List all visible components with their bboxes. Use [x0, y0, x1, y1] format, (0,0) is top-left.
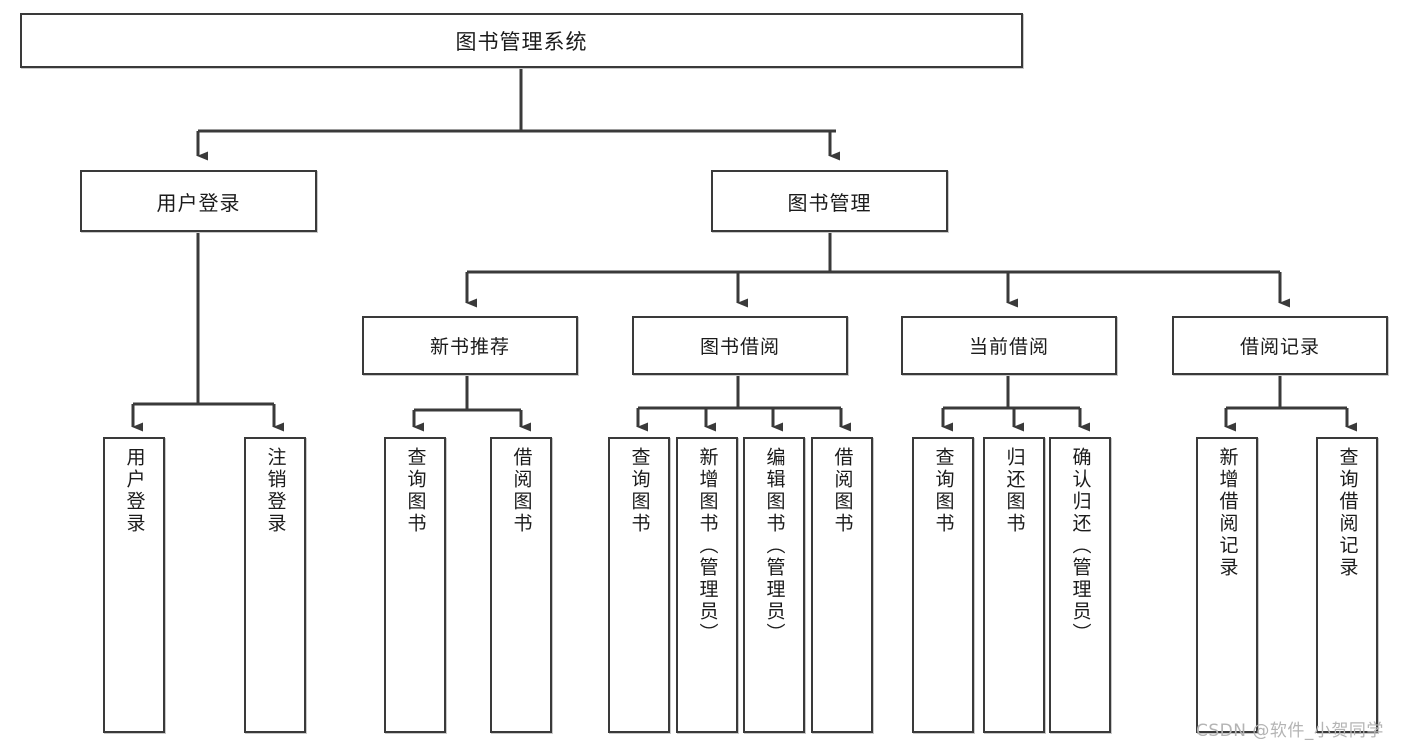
watermark: CSDN @软件_小贺同学: [1196, 721, 1384, 741]
node-user-login[interactable]: 用户登录: [80, 170, 317, 232]
node-label: 编辑图书（管理员）: [763, 447, 786, 645]
node-leaf-borrow-book-1[interactable]: 借阅图书: [490, 437, 552, 733]
node-label: 借阅图书: [510, 447, 533, 535]
node-leaf-add-book[interactable]: 新增图书（管理员）: [676, 437, 738, 733]
node-book-management[interactable]: 图书管理: [711, 170, 948, 232]
node-label: 查询图书: [932, 447, 955, 535]
node-label: 查询借阅记录: [1336, 447, 1359, 579]
node-borrow-record[interactable]: 借阅记录: [1172, 316, 1388, 375]
node-leaf-query-record[interactable]: 查询借阅记录: [1316, 437, 1378, 733]
node-leaf-user-login[interactable]: 用户登录: [103, 437, 165, 733]
node-leaf-edit-book[interactable]: 编辑图书（管理员）: [743, 437, 805, 733]
node-label: 借阅图书: [831, 447, 854, 535]
node-label: 确认归还（管理员）: [1069, 447, 1092, 645]
node-leaf-query-book-2[interactable]: 查询图书: [608, 437, 670, 733]
node-current-borrow[interactable]: 当前借阅: [901, 316, 1117, 375]
node-label: 新书推荐: [429, 336, 510, 358]
node-label: 图书管理: [787, 190, 872, 215]
node-label: 归还图书: [1003, 447, 1026, 535]
node-label: 注销登录: [264, 447, 287, 535]
node-leaf-query-book-1[interactable]: 查询图书: [384, 437, 446, 733]
node-label: 查询图书: [628, 447, 651, 535]
node-leaf-query-book-3[interactable]: 查询图书: [912, 437, 974, 733]
node-label: 新增借阅记录: [1216, 447, 1239, 579]
node-leaf-logout-login[interactable]: 注销登录: [244, 437, 306, 733]
node-label: 用户登录: [123, 447, 146, 535]
node-leaf-return-book[interactable]: 归还图书: [983, 437, 1045, 733]
node-leaf-borrow-book-2[interactable]: 借阅图书: [811, 437, 873, 733]
node-leaf-add-record[interactable]: 新增借阅记录: [1196, 437, 1258, 733]
node-label: 新增图书（管理员）: [696, 447, 719, 645]
node-label: 查询图书: [404, 447, 427, 535]
node-leaf-confirm-return[interactable]: 确认归还（管理员）: [1049, 437, 1111, 733]
node-label: 图书管理系统: [455, 29, 588, 54]
node-label: 图书借阅: [699, 336, 780, 358]
node-book-borrow[interactable]: 图书借阅: [632, 316, 848, 375]
node-book-management-system[interactable]: 图书管理系统: [20, 13, 1023, 68]
node-new-book-recommend[interactable]: 新书推荐: [362, 316, 578, 375]
node-label: 借阅记录: [1239, 336, 1320, 358]
node-label: 当前借阅: [968, 336, 1049, 358]
node-label: 用户登录: [156, 190, 241, 215]
